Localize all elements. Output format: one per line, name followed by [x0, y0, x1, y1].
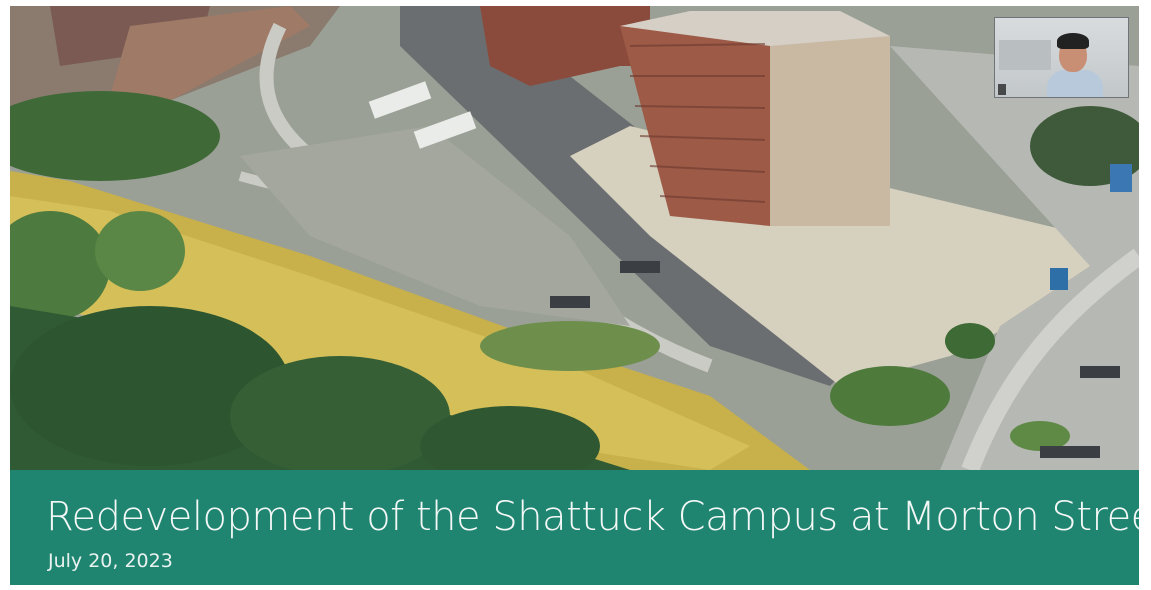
slide-date: July 20, 2023	[48, 550, 173, 572]
participant-body	[1047, 70, 1103, 97]
aerial-photo	[10, 6, 1139, 470]
presentation-slide: Redevelopment of the Shattuck Campus at …	[10, 6, 1139, 585]
slide-caption-bar: Redevelopment of the Shattuck Campus at …	[10, 470, 1139, 585]
participant-name-label	[998, 84, 1006, 95]
aerial-photo-image	[10, 6, 1139, 470]
slide-title: Redevelopment of the Shattuck Campus at …	[46, 494, 1139, 540]
video-background-shelf	[999, 40, 1051, 70]
participant-hair	[1057, 33, 1089, 49]
participant-video-tile[interactable]	[994, 17, 1129, 98]
